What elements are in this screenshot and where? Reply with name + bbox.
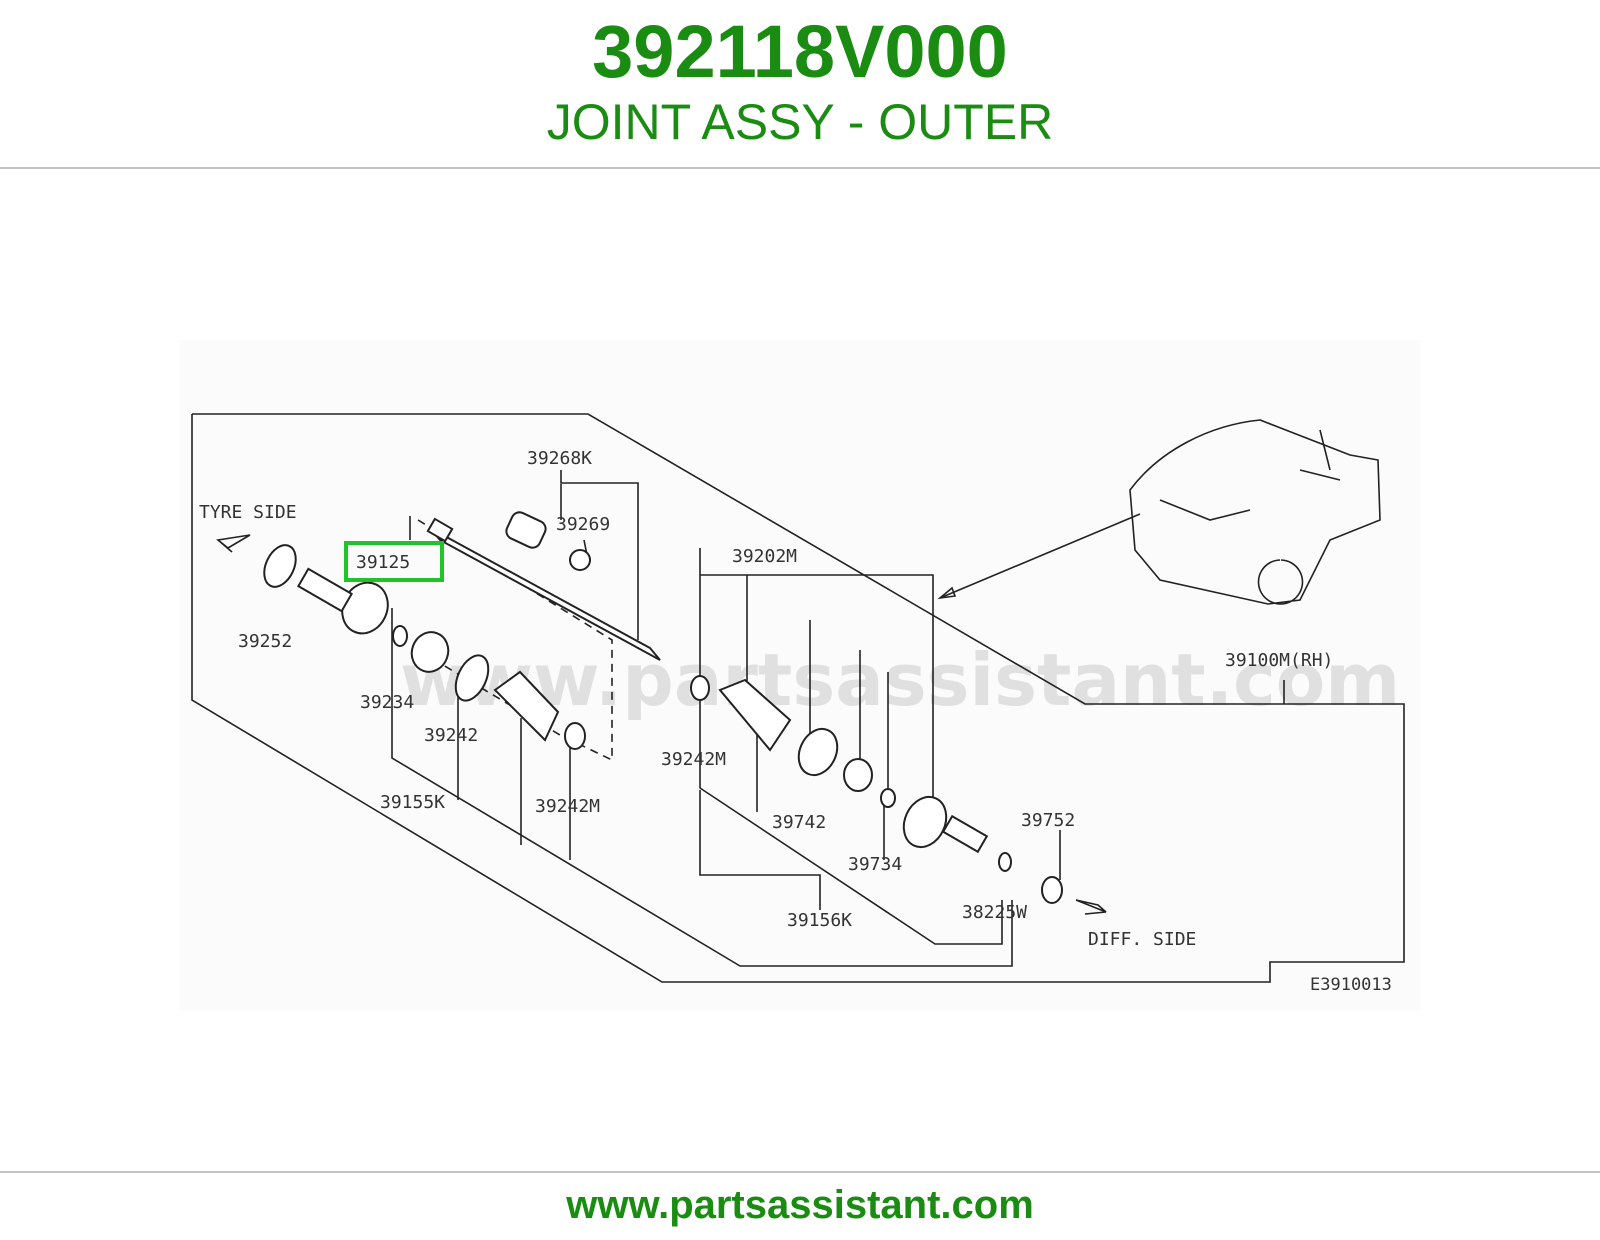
label-39268k[interactable]: 39268K [527,448,592,469]
figure-code: E3910013 [1310,975,1392,995]
label-39242[interactable]: 39242 [424,725,478,746]
tyre-side-arrow-icon [216,534,251,553]
label-39234[interactable]: 39234 [360,692,414,713]
assembly-frame [191,413,1405,983]
label-39742[interactable]: 39742 [772,812,826,833]
part-39242m-band-b [690,675,710,701]
label-39252[interactable]: 39252 [238,631,292,652]
part-inner-joint [902,795,948,849]
highlight-box-39125[interactable] [344,541,444,582]
subframe-left [391,608,1013,967]
leader-39268k [560,470,639,640]
part-39268k-damper [505,511,547,549]
part-39242-band [454,654,490,702]
label-39242m-a[interactable]: 39242M [661,749,726,770]
part-38225w-ring [998,852,1012,872]
label-39734[interactable]: 39734 [848,854,902,875]
part-39734-ring [880,788,896,808]
part-boot-inner [718,678,792,752]
diagram-panel [180,340,1420,1010]
part-inner-joint-stem [941,814,989,854]
part-39234-ring [392,625,408,647]
label-38225w[interactable]: 38225W [962,902,1027,923]
diff-side-arrow-icon [1075,899,1107,915]
car-sketch-icon [1129,419,1381,605]
part-39252-ring [263,544,297,588]
header-divider [0,167,1600,169]
page-header: 392118V000 JOINT ASSY - OUTER [0,0,1600,168]
part-boot-outer [493,670,560,742]
part-inner-race [410,631,450,673]
part-name-subtitle: JOINT ASSY - OUTER [546,94,1054,150]
part-39742-band [797,727,839,777]
leader-39156k [699,790,821,910]
shaft-spline-end [426,517,454,543]
label-39156k[interactable]: 39156K [787,910,852,931]
label-39125[interactable]: 39125 [356,552,410,573]
label-diff-side: DIFF. SIDE [1088,929,1196,950]
footer-divider [0,1171,1600,1173]
label-39155k[interactable]: 39155K [380,792,445,813]
label-39752[interactable]: 39752 [1021,810,1075,831]
car-location-arrow-head-icon [937,586,957,600]
part-number-title: 392118V000 [592,10,1008,93]
part-39242m-band-a [564,722,586,750]
part-39752-seal [1041,876,1063,904]
label-39100m[interactable]: 39100M(RH) [1225,650,1333,671]
label-39269[interactable]: 39269 [556,514,610,535]
label-39242m-b[interactable]: 39242M [535,796,600,817]
car-location-arrow [939,513,1141,599]
diagram-watermark: www.partsassistant.com [400,638,1400,722]
label-39202m[interactable]: 39202M [732,546,797,567]
leader-39202m [700,574,934,800]
subframe-mid [699,548,1003,945]
part-39269-band [569,549,591,571]
footer-url-link[interactable]: www.partsassistant.com [566,1183,1034,1227]
label-tyre-side: TYRE SIDE [199,502,297,523]
part-spider [843,758,873,792]
part-outer-joint-shaft [296,567,354,613]
